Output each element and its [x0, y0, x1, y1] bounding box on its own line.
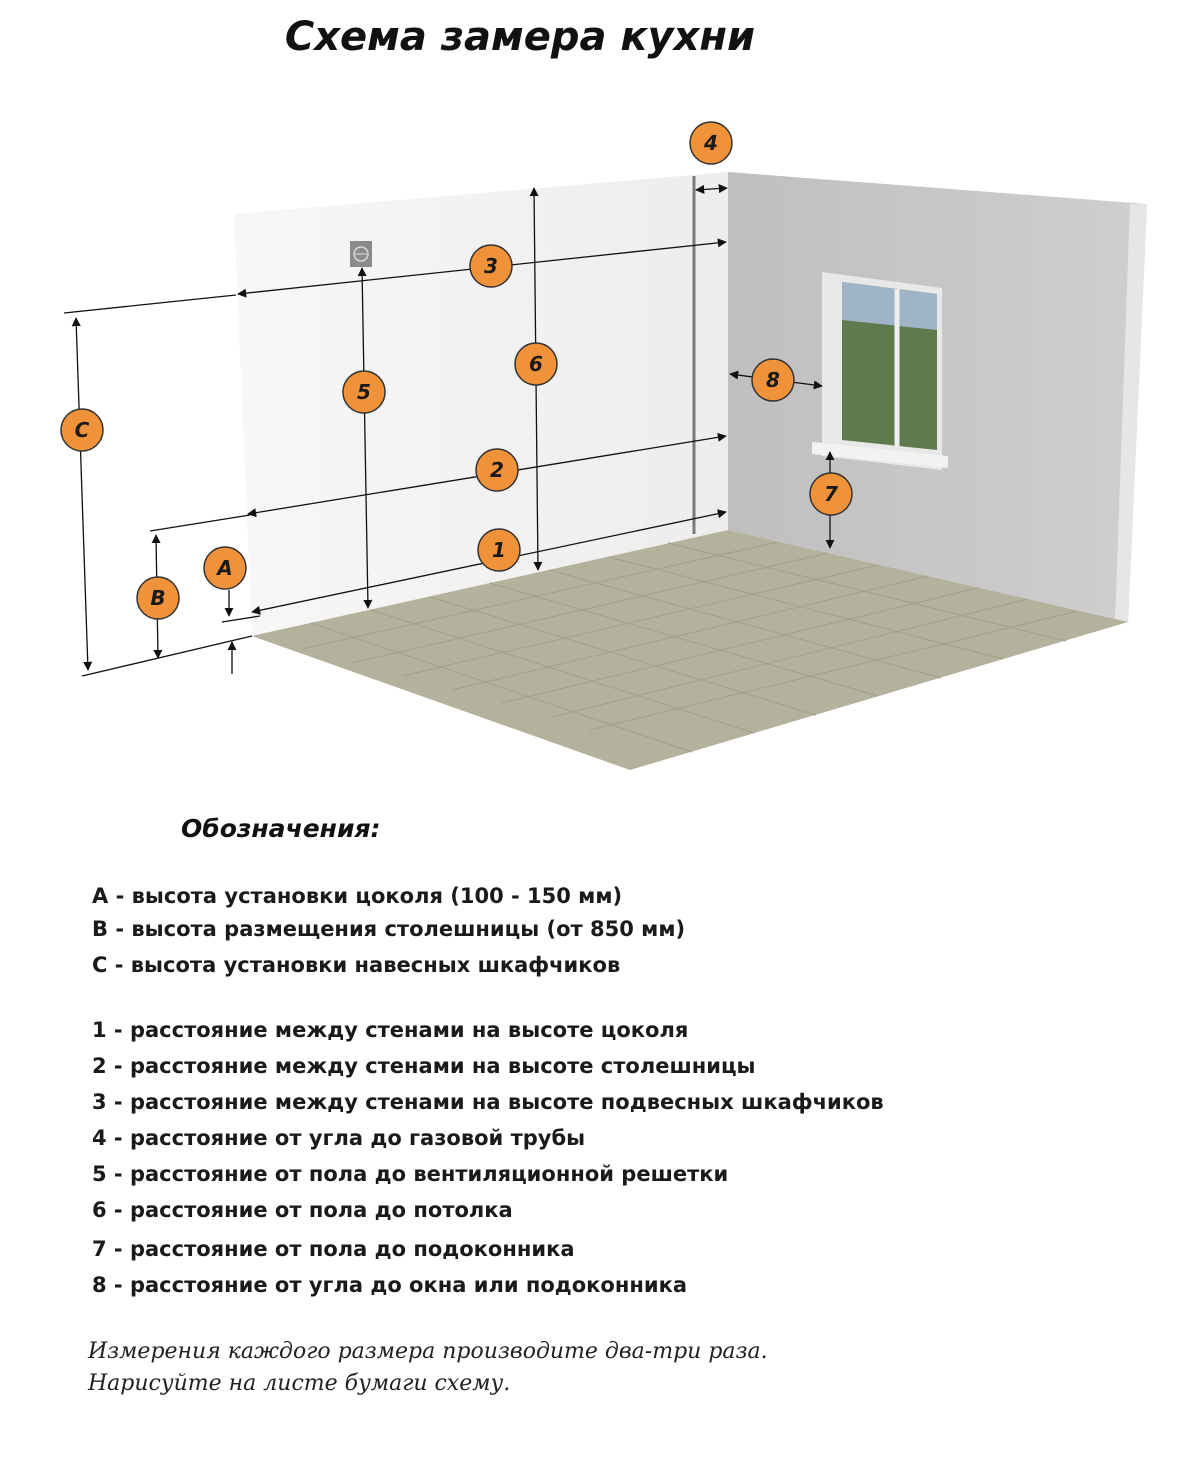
legend-heading: Обозначения: [181, 814, 381, 843]
marker-5: 5 [342, 370, 386, 414]
marker-8: 8 [751, 358, 795, 402]
legend-item-4: 4 - расстояние от угла до газовой трубы [92, 1126, 586, 1150]
legend-item-8: 8 - расстояние от угла до окна или подок… [92, 1273, 688, 1297]
marker-1: 1 [477, 528, 521, 572]
vent-grille-icon [350, 241, 372, 267]
marker-2: 2 [475, 448, 519, 492]
svg-text:8: 8 [766, 368, 780, 392]
marker-c: C [60, 408, 104, 452]
legend-item-7: 7 - расстояние от пола до подоконника [92, 1237, 575, 1261]
right-wall-edge [1115, 204, 1147, 622]
measurement-note: Измерения каждого размера производите дв… [88, 1336, 768, 1400]
svg-text:7: 7 [824, 482, 838, 506]
svg-text:3: 3 [484, 254, 498, 278]
legend-item-3: 3 - расстояние между стенами на высоте п… [92, 1090, 884, 1114]
page-title: Схема замера кухни [284, 14, 756, 60]
svg-text:A: A [215, 556, 232, 580]
note-line-2: Нарисуйте на листе бумаги схему. [88, 1371, 511, 1396]
dimension-4 [695, 183, 728, 195]
marker-b: B [136, 576, 180, 620]
dimension-c [71, 317, 93, 671]
legend-item-2: 2 - расстояние между стенами на высоте с… [92, 1054, 756, 1078]
marker-3: 3 [469, 244, 513, 288]
legend-item-5: 5 - расстояние от пола до вентиляционной… [92, 1162, 729, 1186]
svg-text:4: 4 [703, 131, 718, 155]
note-line-1: Измерения каждого размера производите дв… [88, 1339, 768, 1364]
svg-text:2: 2 [490, 458, 504, 482]
legend-item-c: С - высота установки навесных шкафчиков [92, 953, 621, 977]
legend-item-6: 6 - расстояние от пола до потолка [92, 1198, 513, 1222]
svg-text:5: 5 [357, 380, 371, 404]
svg-text:C: C [75, 418, 90, 442]
svg-text:B: B [150, 586, 165, 610]
legend-item-a: А - высота установки цоколя (100 - 150 м… [92, 884, 623, 908]
legend-item-1: 1 - расстояние между стенами на высоте ц… [92, 1018, 689, 1042]
marker-a: A [203, 546, 247, 590]
window [812, 272, 948, 470]
marker-7: 7 [809, 472, 853, 516]
svg-text:6: 6 [529, 352, 543, 376]
room-diagram: A B C 1 2 3 4 5 6 7 8 [60, 121, 1147, 770]
marker-4: 4 [689, 121, 733, 165]
marker-6: 6 [514, 342, 558, 386]
dimension-5 [357, 267, 373, 609]
svg-text:1: 1 [492, 538, 506, 562]
legend-item-b: В - высота размещения столешницы (от 850… [92, 917, 686, 941]
